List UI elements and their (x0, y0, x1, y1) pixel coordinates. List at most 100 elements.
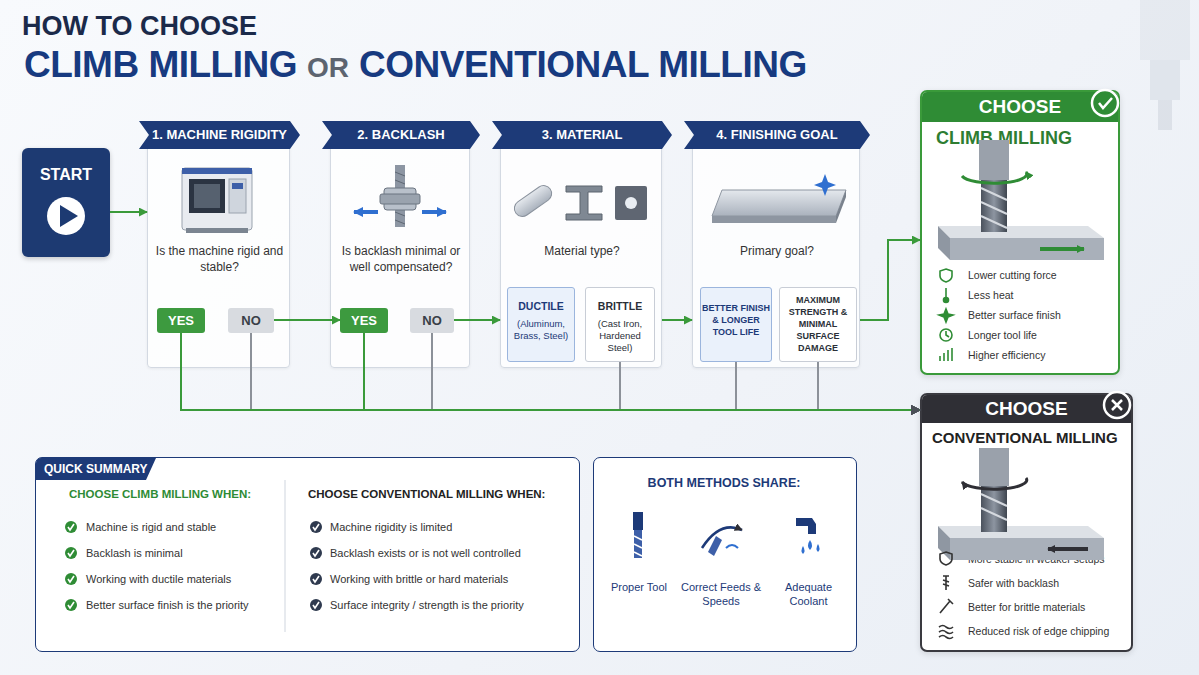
conventional-badge (1112, 400, 1122, 410)
decision-panel: 2. BACKLASHIs backlash minimal or well c… (330, 134, 470, 368)
conventional-illustration (962, 478, 1027, 489)
backlash-icon (395, 165, 405, 227)
shared-icons (634, 530, 642, 558)
summary-item: Surface integrity / strength is the prio… (330, 598, 575, 612)
plate-icon (836, 190, 846, 223)
conventional-badge (1104, 392, 1130, 418)
climb-benefit-icons (940, 269, 952, 282)
summary-tag: QUICK SUMMARY (36, 458, 156, 480)
summary-item: Backlash exists or is not well controlle… (330, 546, 575, 560)
option-title: MAXIMUM STRENGTH & MINIMAL SURFACE DAMAG… (780, 294, 856, 354)
summary-checks (313, 576, 319, 582)
summary-checks (65, 599, 77, 611)
summary-checks (65, 547, 77, 559)
option-detail: (Aluminum, Brass, Steel) (510, 318, 572, 342)
yes-button: YES (340, 308, 388, 333)
flow-arrow (364, 333, 920, 410)
flow-arrow (818, 362, 920, 410)
conventional-illustration (1048, 547, 1088, 551)
machine-icon (232, 183, 243, 189)
backlash-icon (395, 180, 405, 184)
backlash-icon (395, 212, 405, 216)
title-part: CONVENTIONAL MILLING (359, 44, 807, 86)
climb-benefit-icons (939, 269, 953, 361)
summary-checks (65, 573, 77, 585)
column-heading: CHOOSE CLIMB MILLING WHEN: (69, 488, 304, 500)
machine-icon (194, 184, 220, 208)
column-heading: CHOOSE CONVENTIONAL MILLING WHEN: (308, 488, 576, 500)
question-text: Is the machine rigid and stable? (154, 243, 285, 275)
spindle-backdrop (1150, 60, 1180, 100)
benefit-item: Better for brittle materials (968, 600, 1128, 614)
backlash-icon (384, 188, 416, 210)
summary-checks (68, 576, 74, 582)
conventional-illustration (938, 526, 1104, 538)
summary-checks (310, 573, 322, 585)
summary-item: Working with brittle or hard materials (330, 572, 575, 586)
conventional-illustration (979, 448, 1009, 486)
plate-icon (712, 216, 836, 223)
climb-illustration (938, 140, 1104, 260)
benefit-item: Less heat (968, 288, 1118, 302)
result-box: CHOOSE CLIMB MILLING Lower cutting forceLe… (920, 90, 1120, 375)
play-icon (60, 205, 78, 227)
result-band: CHOOSE (922, 92, 1118, 122)
climb-benefit-icons (940, 329, 952, 341)
backlash-icon (354, 210, 378, 214)
benefit-item: Higher efficiency (968, 348, 1118, 362)
option-box: MAXIMUM STRENGTH & MINIMAL SURFACE DAMAG… (779, 287, 857, 362)
summary-checks (68, 550, 74, 556)
summary-box: QUICK SUMMARY CHOOSE CLIMB MILLING WHEN: M… (35, 457, 580, 652)
climb-illustration (938, 226, 950, 260)
shared-icons (633, 512, 820, 558)
option-title: DUCTILE (508, 300, 574, 312)
answer-label: YES (157, 308, 205, 333)
step-heading: 2. BACKLASH (322, 121, 480, 149)
shared-icons (808, 540, 812, 550)
decision-panel: 4. FINISHING GOALPrimary goal?BETTER FIN… (692, 134, 860, 368)
summary-checks (68, 524, 74, 530)
conventional-benefit-icons (943, 576, 949, 590)
option-box: DUCTILE (Aluminum, Brass, Steel) (507, 287, 575, 362)
flow-arrow (181, 333, 920, 410)
result-band: CHOOSE (922, 395, 1131, 423)
benefit-item: Lower cutting force (968, 268, 1118, 282)
play-icon (47, 197, 85, 235)
plate-icon (712, 174, 846, 223)
machine-icon (189, 179, 225, 213)
flow-arrow (110, 211, 147, 213)
summary-checks (65, 480, 322, 632)
climb-benefit-icons (939, 309, 953, 322)
summary-checks (68, 602, 74, 608)
climb-illustration (950, 238, 1104, 260)
start-label: START (22, 166, 110, 184)
backlash-icon (354, 165, 446, 227)
summary-item: Machine is rigid and stable (86, 520, 306, 534)
option-box: BRITTLE(Cast Iron, Hardened Steel) (585, 287, 655, 362)
result-title: CLIMB MILLING (936, 128, 1116, 149)
result-box: CHOOSECONVENTIONAL MILLINGMore stable in… (920, 393, 1133, 652)
material-icons (625, 197, 637, 209)
shared-item: Adequate Coolant (766, 580, 851, 608)
shared-icons (726, 545, 738, 548)
play-icon (47, 197, 85, 235)
conventional-illustration (950, 538, 1104, 560)
conventional-badge (1104, 392, 1130, 418)
summary-item: Better surface finish is the priority (86, 598, 306, 612)
machine-icon (186, 228, 248, 233)
material-icons (511, 182, 555, 219)
shared-icons (634, 536, 642, 556)
shared-heading: BOTH METHODS SHARE: (614, 476, 834, 490)
conventional-benefit-icons (939, 552, 953, 639)
conventional-illustration (981, 486, 1007, 532)
shared-icons (802, 546, 805, 554)
summary-checks (310, 599, 322, 611)
machine-icon (182, 168, 252, 174)
summary-checks (65, 521, 77, 533)
shared-item: Correct Feeds & Speeds (676, 580, 766, 608)
conventional-illustration (981, 494, 1007, 520)
climb-badge (1092, 90, 1118, 116)
backlash-icon (380, 194, 420, 204)
